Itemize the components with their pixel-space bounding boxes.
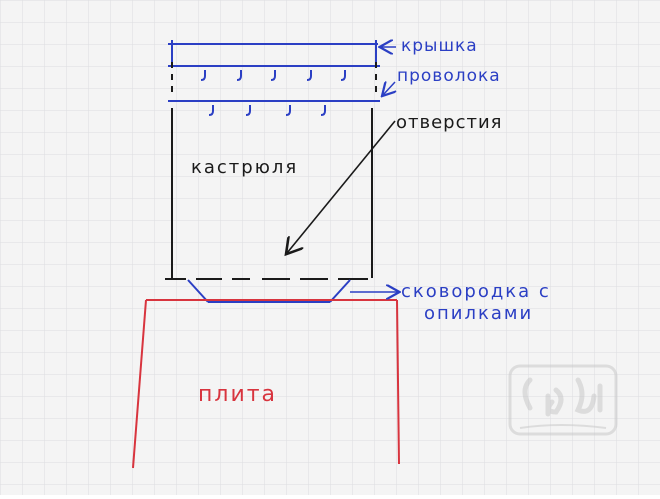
wire-rack-upper — [168, 65, 380, 81]
label-pan-line1: сковородка с — [401, 281, 551, 302]
wire-arrow — [383, 82, 395, 95]
pot-walls — [171, 62, 377, 278]
watermark-logo — [508, 364, 618, 436]
frying-pan-shape — [187, 279, 351, 303]
label-holes: отверстия — [396, 112, 503, 133]
label-lid: крышка — [401, 36, 478, 56]
label-pan-line2: опилками — [424, 303, 534, 324]
label-wire: проволока — [397, 66, 501, 86]
stove-shape — [132, 299, 400, 469]
holes-arrow — [287, 120, 396, 253]
lid-shape — [168, 40, 378, 62]
label-stove: плита — [198, 382, 278, 407]
wire-rack-lower — [168, 100, 380, 116]
label-pot: кастрюля — [191, 157, 299, 178]
